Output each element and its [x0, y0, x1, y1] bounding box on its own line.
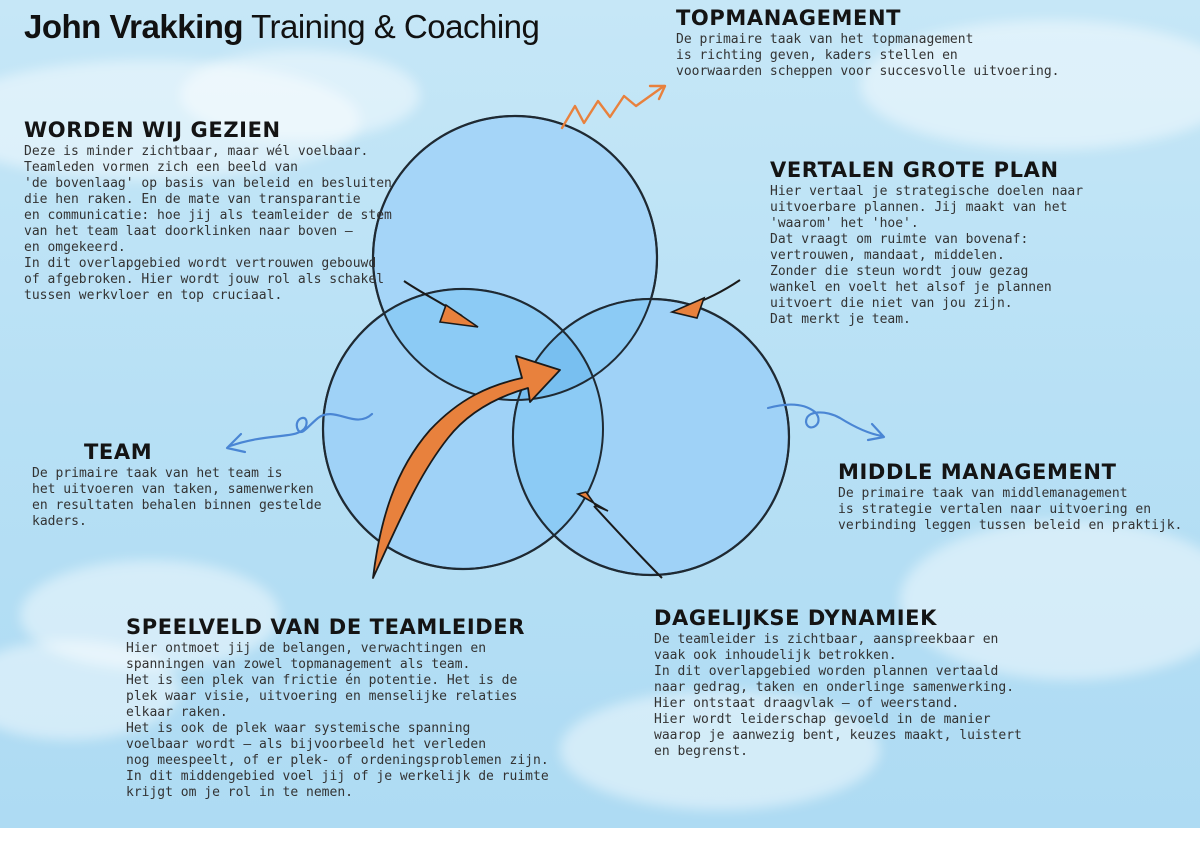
cloud-shape	[180, 50, 420, 140]
section-title: VERTALEN GROTE PLAN	[770, 158, 1059, 182]
section-vertalen-grote-plan: VERTALEN GROTE PLAN Hier vertaal je stra…	[770, 158, 1083, 328]
pointer-arrow-worden-icon	[403, 280, 479, 328]
section-title: TEAM	[84, 440, 153, 464]
section-title: WORDEN WIJ GEZIEN	[24, 118, 281, 142]
section-topmanagement: TOPMANAGEMENT De primaire taak van het t…	[676, 6, 1060, 80]
section-title: SPEELVELD VAN DE TEAMLEIDER	[126, 615, 525, 639]
section-title: DAGELIJKSE DYNAMIEK	[654, 606, 937, 630]
cloud-shape	[0, 60, 360, 180]
curved-big-arrow-icon	[372, 355, 561, 579]
section-team: TEAM De primaire taak van het team is he…	[32, 440, 322, 530]
cloud-shape	[560, 690, 880, 810]
brand-name: John Vrakking	[24, 8, 244, 45]
section-title: MIDDLE MANAGEMENT	[838, 460, 1117, 484]
circle-outline-left	[322, 288, 604, 570]
curly-arrow-icon	[225, 412, 374, 454]
cloud-shape	[900, 520, 1200, 680]
pointer-arrow-dagelijks-icon	[575, 491, 663, 579]
section-dagelijkse-dynamiek: DAGELIJKSE DYNAMIEK De teamleider is zic…	[654, 606, 1022, 760]
cloud-shape	[0, 640, 180, 740]
section-middle-management: MIDDLE MANAGEMENT De primaire taak van m…	[838, 460, 1182, 534]
section-title: TOPMANAGEMENT	[676, 6, 902, 30]
section-body: Hier vertaal je strategische doelen naar…	[770, 184, 1084, 328]
section-worden-wij-gezien: WORDEN WIJ GEZIEN Deze is minder zichtba…	[24, 118, 392, 304]
section-speelveld: SPEELVELD VAN DE TEAMLEIDER Hier ontmoet…	[126, 615, 549, 801]
cloud-shape	[860, 20, 1200, 150]
circle-outline-right	[512, 298, 790, 576]
section-body: De primaire taak van middlemanagement is…	[838, 486, 1183, 534]
section-body: De teamleider is zichtbaar, aanspreekbaa…	[654, 632, 1022, 760]
venn-diagram	[225, 84, 886, 579]
brand-tagline: Training & Coaching	[251, 8, 540, 45]
circle-outline-top	[372, 115, 658, 401]
section-body: De primaire taak van het topmanagement i…	[676, 32, 1060, 80]
pointer-arrow-vertalen-icon	[669, 279, 741, 319]
section-body: De primaire taak van het team is het uit…	[32, 466, 322, 530]
section-body: Deze is minder zichtbaar, maar wél voelb…	[24, 144, 392, 304]
section-body: Hier ontmoet jij de belangen, verwachtin…	[126, 641, 549, 801]
cloud-shape	[20, 560, 280, 670]
zigzag-arrow-icon	[560, 84, 667, 130]
overlap-center	[513, 299, 603, 400]
curly-arrow-icon	[766, 403, 886, 442]
